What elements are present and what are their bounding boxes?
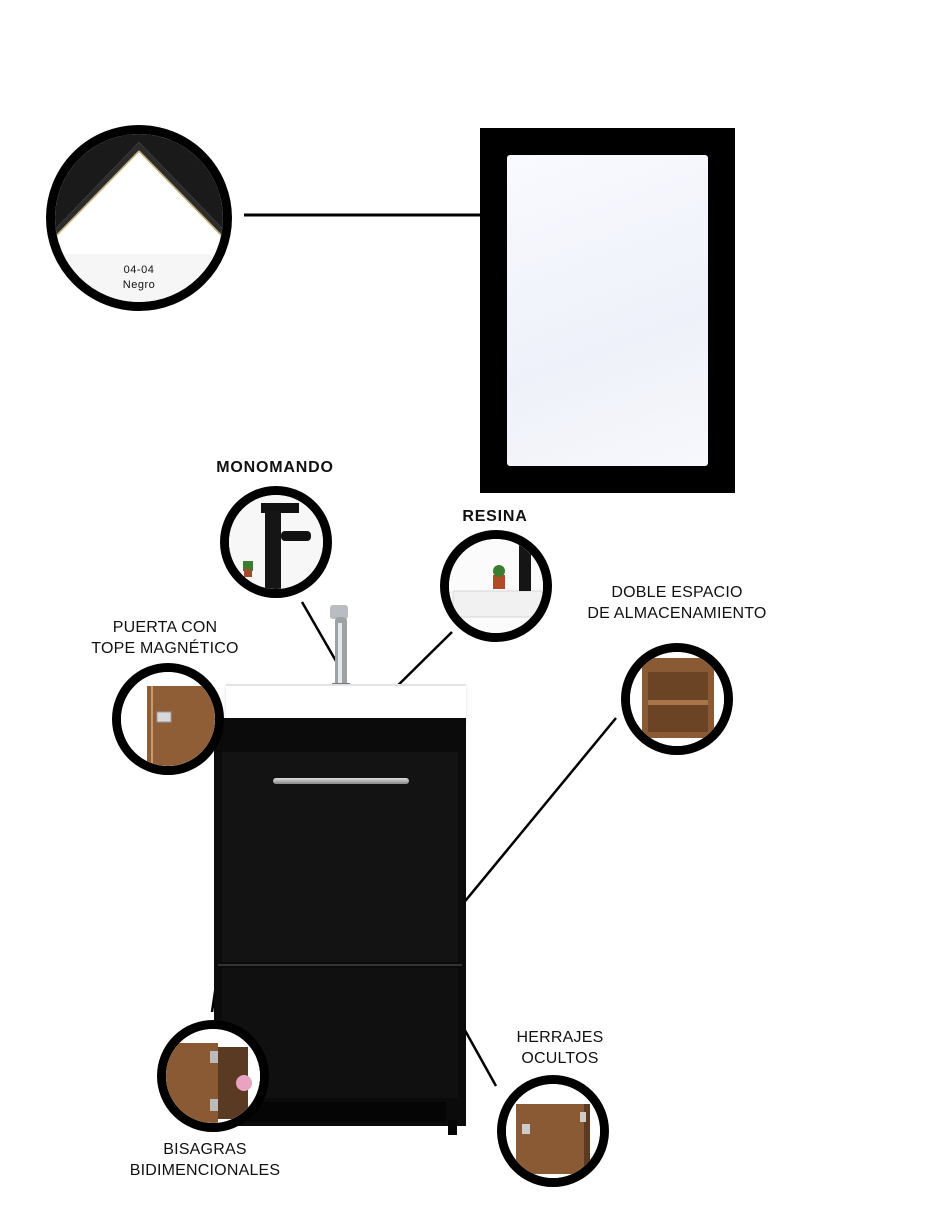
magnetic-door-icon [121,672,215,766]
hinge-icon [166,1029,260,1123]
swatch-name: Negro [122,279,156,291]
cabinet-leg [448,1120,457,1135]
resin-basin [226,684,466,721]
swatch-code: 04-04 [123,264,155,276]
frame-corner-image [55,134,223,302]
doble-espacio-detail-circle [621,643,733,755]
monomando-detail-circle [220,486,332,598]
herrajes-detail-circle [497,1075,609,1187]
cabinet-divider [218,964,462,966]
label-doble-2: DE ALMACENAMIENTO [587,605,767,622]
puerta-detail-circle [112,663,224,775]
faucet-icon [330,605,350,689]
mirror-frame [480,128,735,493]
storage-shelf-icon [630,652,724,746]
black-faucet-icon [229,495,323,589]
label-puerta-1: PUERTA CON [112,619,218,636]
label-herrajes-2: OCULTOS [521,1050,599,1067]
hidden-hardware-icon [506,1084,600,1178]
label-bisagras-2: BIDIMENCIONALES [129,1162,281,1179]
label-puerta-2: TOPE MAGNÉTICO [91,640,239,657]
cabinet-handle [273,778,409,784]
monomando-leader-line [300,601,342,669]
color-swatch-circle: 04-04 Negro [46,125,232,311]
cabinet-top-drawer [222,752,458,962]
label-monomando: MONOMANDO [216,459,334,476]
label-doble-1: DOBLE ESPACIO [611,584,743,601]
label-herrajes-1: HERRAJES [516,1029,604,1046]
resina-detail-circle [440,530,552,642]
label-bisagras-1: BISAGRAS [163,1141,247,1158]
bisagras-detail-circle [157,1020,269,1132]
resin-sink-icon [449,539,543,633]
cabinet-plinth [234,1102,446,1122]
label-resina: RESINA [462,508,528,525]
mirror-glass [507,155,708,466]
herrajes-leader-line [460,1024,498,1087]
